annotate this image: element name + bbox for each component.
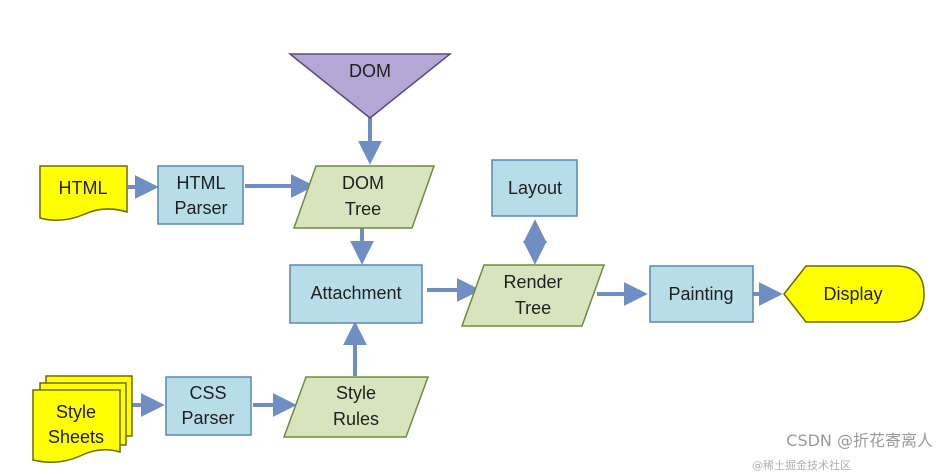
node-style-sheets: Style Sheets: [32, 375, 133, 463]
node-painting: Painting: [649, 265, 754, 323]
node-html-parser-label-1: HTML: [177, 173, 226, 193]
node-css-parser: CSS Parser: [165, 376, 252, 436]
node-style-sheets-label-2: Sheets: [48, 427, 104, 447]
node-style-rules-label-2: Rules: [333, 409, 379, 429]
node-html-parser: HTML Parser: [157, 165, 244, 225]
node-attachment-label: Attachment: [310, 283, 401, 303]
node-css-parser-label-1: CSS: [189, 383, 226, 403]
node-dom-tree-label-1: DOM: [342, 173, 384, 193]
node-dom-tree: DOM Tree: [292, 165, 436, 229]
node-style-sheets-label-1: Style: [56, 402, 96, 422]
node-html-label: HTML: [59, 178, 108, 198]
edges: [128, 118, 783, 417]
node-render-tree-label-2: Tree: [515, 298, 551, 318]
node-attachment: Attachment: [289, 264, 423, 324]
node-dom-tree-label-2: Tree: [345, 199, 381, 219]
node-dom: DOM: [287, 53, 453, 119]
node-style-rules-label-1: Style: [336, 383, 376, 403]
node-painting-label: Painting: [668, 284, 733, 304]
node-style-rules: Style Rules: [282, 376, 430, 438]
node-display: Display: [783, 265, 925, 323]
node-render-tree-label-1: Render: [503, 272, 562, 292]
node-layout-label: Layout: [508, 178, 562, 198]
node-display-label: Display: [823, 284, 882, 304]
node-css-parser-label-2: Parser: [181, 408, 234, 428]
node-html: HTML: [39, 165, 128, 221]
node-dom-label: DOM: [349, 61, 391, 81]
watermark: CSDN @折花寄离人: [786, 431, 933, 450]
node-html-parser-label-2: Parser: [174, 198, 227, 218]
node-render-tree: Render Tree: [460, 264, 606, 327]
node-layout: Layout: [491, 159, 578, 217]
watermark-sub: @稀土掘金技术社区: [752, 459, 851, 472]
